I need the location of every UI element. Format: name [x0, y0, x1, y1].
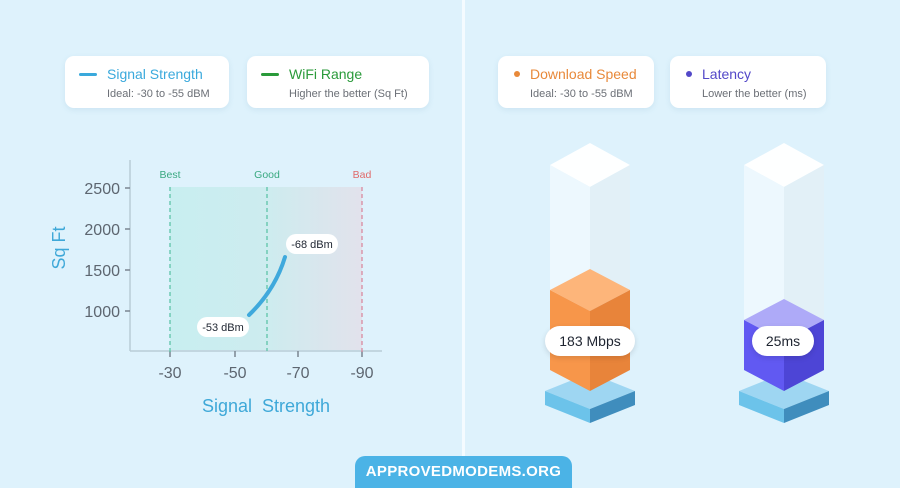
x-tick-label: -90 [350, 365, 373, 382]
dot-swatch-icon [514, 71, 520, 77]
zone-label-best: Best [159, 169, 180, 181]
legend-subtitle: Lower the better (ms) [702, 88, 807, 100]
signal-curve [247, 255, 287, 317]
annotation-end: -68 dBm [291, 239, 333, 251]
legend-latency: Latency Lower the better (ms) [670, 56, 826, 108]
panel-divider [462, 0, 465, 488]
download-value-pill: 183 Mbps [545, 326, 635, 356]
legend-signal-strength: Signal Strength Ideal: -30 to -55 dBM [65, 56, 229, 108]
y-axis-title: Sq Ft [49, 226, 69, 269]
x-tick-label: -70 [286, 365, 309, 382]
legend-wifi-range: WiFi Range Higher the better (Sq Ft) [247, 56, 429, 108]
latency-bar [739, 143, 829, 423]
x-axis-title: Signal Strength [202, 396, 330, 416]
x-tick-label: -50 [223, 365, 246, 382]
dot-swatch-icon [686, 71, 692, 77]
latency-value-pill: 25ms [752, 326, 814, 356]
zone-label-good: Good [254, 169, 280, 181]
download-speed-bar [545, 143, 635, 423]
legend-title: Latency [702, 66, 752, 82]
annotation-start: -53 dBm [202, 322, 244, 334]
line-swatch-icon [79, 72, 97, 76]
annotation-pill [286, 234, 338, 254]
annotation-pill [197, 317, 249, 337]
legend-download-speed: Download Speed Ideal: -30 to -55 dBM [498, 56, 654, 108]
y-tick-label: 2000 [84, 222, 120, 239]
x-tick-label: -30 [158, 365, 181, 382]
y-tick-label: 1500 [84, 263, 120, 280]
y-tick-label: 1000 [84, 304, 120, 321]
legend-title: Signal Strength [107, 66, 203, 82]
legend-subtitle: Ideal: -30 to -55 dBM [107, 88, 210, 100]
y-tick-label: 2500 [84, 181, 120, 198]
zone-label-bad: Bad [353, 169, 372, 181]
legend-subtitle: Higher the better (Sq Ft) [289, 88, 408, 100]
legend-subtitle: Ideal: -30 to -55 dBM [530, 88, 633, 100]
signal-range-chart: 2500 2000 1500 1000 -30 -50 -70 -90 Best… [49, 160, 382, 416]
legend-title: Download Speed [530, 66, 637, 82]
brand-badge: APPROVEDMODEMS.ORG [355, 456, 572, 488]
legend-title: WiFi Range [289, 66, 363, 82]
line-swatch-icon [261, 72, 279, 76]
